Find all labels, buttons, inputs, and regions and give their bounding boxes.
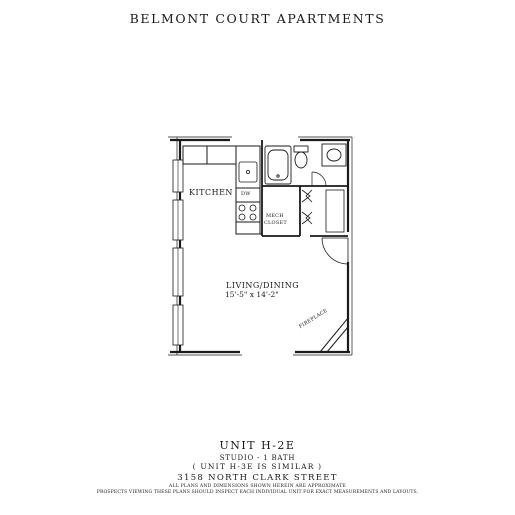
entry-door: [321, 237, 349, 265]
street-address: 3158 NORTH CLARK STREET: [177, 473, 338, 483]
kitchen-label: KITCHEN: [189, 188, 233, 197]
similar-unit-note: ( UNIT H-3E IS SIMILAR ): [192, 462, 323, 471]
toilet: [293, 145, 309, 169]
mech-closet-label-1: MECH: [266, 213, 284, 219]
disclaimer-line-1: ALL PLANS AND DIMENSIONS SHOWN HEREIN AR…: [168, 484, 347, 489]
unit-type: STUDIO - 1 BATH: [219, 454, 296, 462]
unit-name: UNIT H-2E: [219, 439, 296, 452]
disclaimer-line-2: PROSPECTS VIEWING THESE PLANS SHOULD INS…: [96, 490, 419, 495]
stove: [238, 204, 257, 221]
mech-closet-label-2: CLOSET: [264, 220, 287, 226]
kitchen-sink: [238, 161, 258, 183]
bath-sink: [321, 143, 347, 167]
interior-walls: [261, 140, 348, 237]
fireplace: [318, 316, 349, 353]
living-dining-label: LIVING/DINING: [226, 281, 300, 290]
kitchen-counter: [182, 145, 262, 235]
bathtub: [264, 145, 292, 185]
dishwasher-label: DW: [241, 191, 251, 197]
bath-door: [311, 171, 327, 187]
living-dining-dimensions: 15'-5" x 14'-2": [225, 290, 279, 299]
building-title: BELMONT COURT APARTMENTS: [129, 11, 386, 26]
closet-doors: [301, 189, 313, 225]
